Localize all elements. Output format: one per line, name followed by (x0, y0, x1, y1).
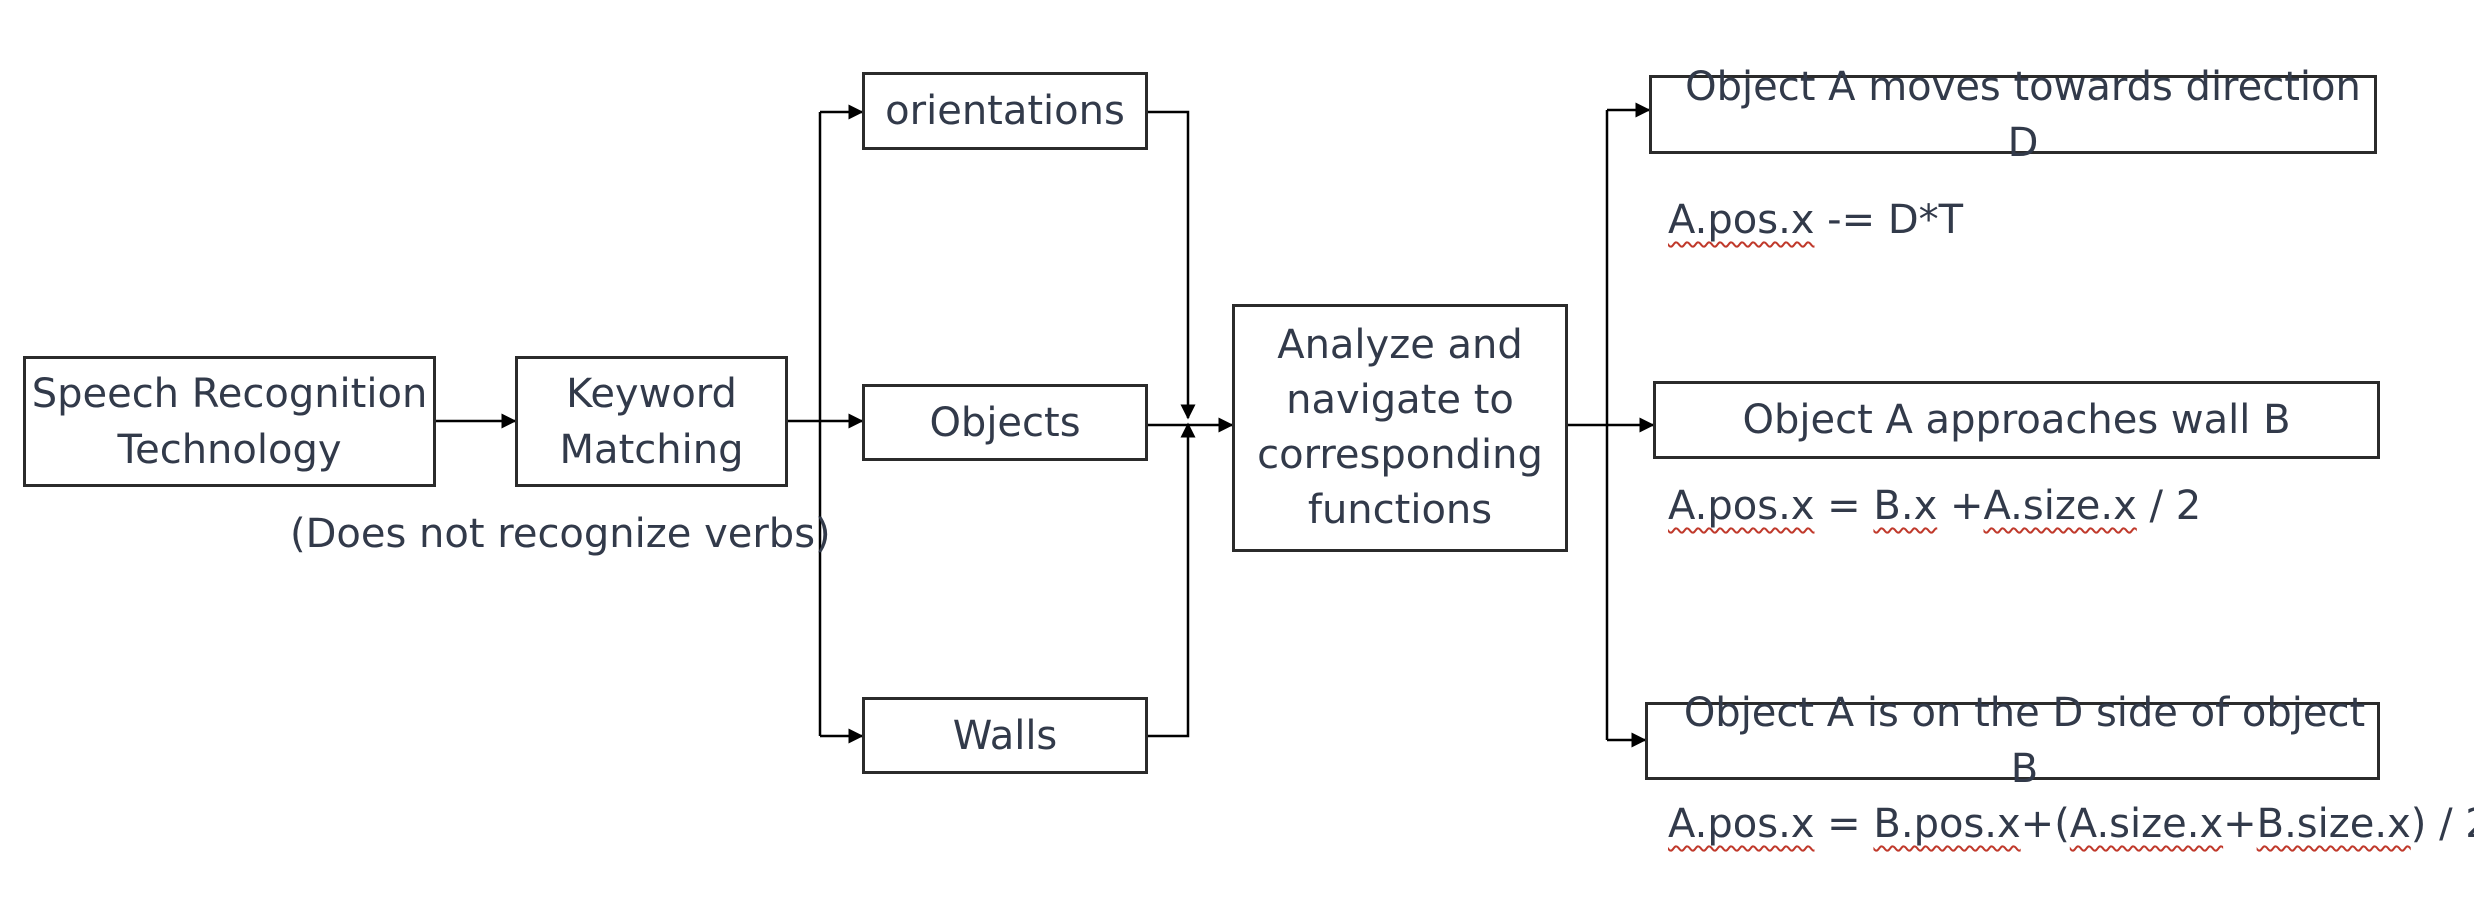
formula-token: + (1937, 483, 1984, 529)
box-output-moves: Object A moves towards direction D (1649, 64, 2377, 166)
formula-token: A.pos.x (1668, 197, 1815, 243)
formula-token: B.pos.x (1873, 801, 2021, 847)
formula-token: = (1814, 801, 1874, 847)
box-keyword-matching: Keyword Matching (515, 356, 788, 487)
formula-approaches: A.pos.x = B.x +A.size.x / 2 (1668, 478, 2201, 534)
box-objects: Objects (862, 384, 1148, 461)
formula-side: A.pos.x = B.pos.x+(A.size.x+B.size.x) / … (1668, 796, 2474, 852)
formula-token: A.size.x (2069, 801, 2224, 847)
formula-token: A.pos.x (1668, 483, 1815, 529)
formula-token: A.size.x (1983, 483, 2137, 529)
box-walls: Walls (862, 697, 1148, 774)
note-keyword-caveat: (Does not recognize verbs) (290, 511, 831, 557)
formula-token: / 2 (2136, 483, 2202, 529)
formula-token: ) / 2 (2410, 801, 2474, 847)
formula-token: + (2223, 801, 2257, 847)
box-output-side: Object A is on the D side of object B (1645, 690, 2380, 792)
box-analyze: Analyze and navigate to corresponding fu… (1232, 304, 1568, 552)
box-orientations: orientations (862, 72, 1148, 150)
formula-token: +( (2020, 801, 2070, 847)
formula-token: = (1814, 483, 1874, 529)
formula-token: -= D*T (1814, 197, 1964, 243)
connector-walls-merge (1148, 422, 1196, 738)
formula-moves: A.pos.x -= D*T (1668, 192, 1963, 248)
formula-token: B.size.x (2256, 801, 2411, 847)
formula-token: B.x (1873, 483, 1938, 529)
box-output-approaches: Object A approaches wall B (1653, 381, 2380, 459)
formula-token: A.pos.x (1668, 801, 1815, 847)
connector-orientations-merge (1148, 110, 1196, 420)
box-speech-recognition: Speech Recognition Technology (23, 356, 436, 487)
